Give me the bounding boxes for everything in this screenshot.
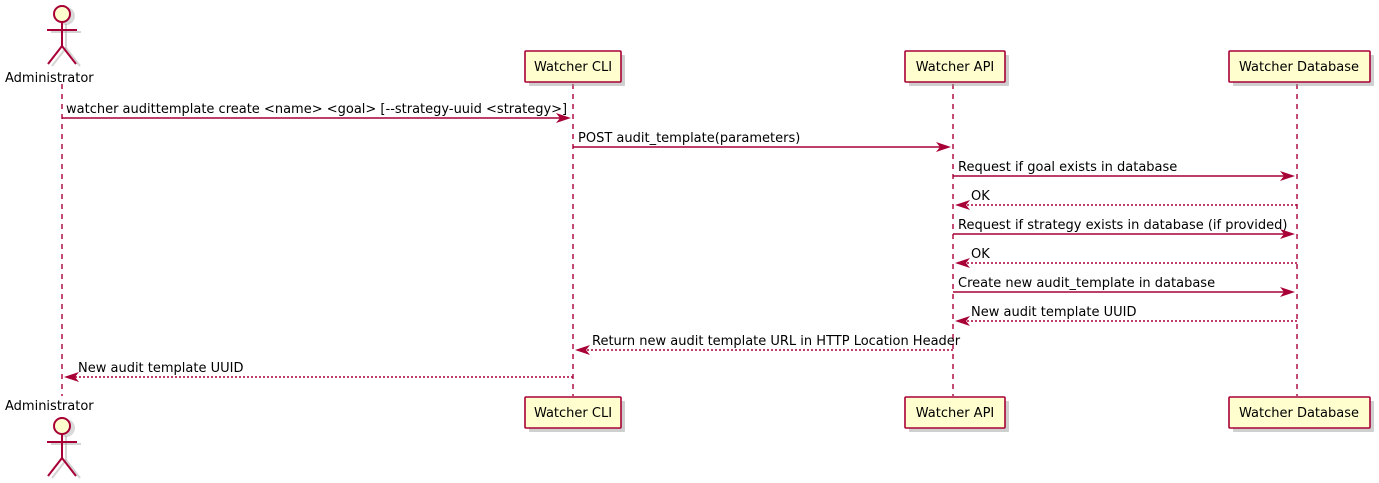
message-4-label: OK — [971, 189, 990, 204]
message-1[interactable]: watcher audittemplate create <name> <goa… — [62, 102, 571, 123]
message-8[interactable]: New audit template UUID — [955, 305, 1297, 326]
message-3-label: Request if goal exists in database — [958, 160, 1177, 175]
message-10[interactable]: New audit template UUID — [64, 361, 573, 382]
message-1-arrowhead — [556, 113, 571, 123]
participant-box-watcher-api-bottom[interactable] — [904, 396, 1006, 429]
participant-label-watcher-database-bottom: Watcher Database — [1239, 406, 1359, 421]
message-9[interactable]: Return new audit template URL in HTTP Lo… — [575, 334, 961, 355]
actor-head-icon-bottom — [53, 417, 71, 435]
participant-box-watcher-cli-top[interactable] — [524, 50, 622, 83]
lifelines — [61, 84, 1298, 396]
message-6-label: OK — [971, 247, 990, 262]
participant-box-watcher-cli-bottom[interactable] — [524, 396, 622, 429]
participant-label-watcher-api-top: Watcher API — [916, 60, 995, 75]
actor-head-icon — [53, 5, 71, 23]
participant-box-watcher-database-bottom[interactable] — [1228, 396, 1371, 429]
participant-label-watcher-cli-top: Watcher CLI — [534, 60, 612, 75]
participant-label-watcher-cli-bottom: Watcher CLI — [534, 406, 612, 421]
actor-right-leg-line-bottom — [61, 457, 77, 477]
message-2-arrowhead — [936, 142, 951, 152]
message-8-label: New audit template UUID — [971, 305, 1136, 320]
actor-label-administrator-bottom: Administrator — [5, 399, 94, 414]
message-4[interactable]: OK — [955, 189, 1297, 210]
message-5-arrowhead — [1280, 229, 1295, 239]
message-7-arrowhead — [1280, 287, 1295, 297]
message-9-arrowhead — [575, 345, 590, 355]
message-2-label: POST audit_template(parameters) — [578, 131, 800, 146]
message-7[interactable]: Create new audit_template in database — [953, 276, 1295, 297]
participant-watcher-database-top[interactable]: Watcher Database — [1228, 50, 1374, 86]
actor-left-leg-line — [47, 45, 63, 65]
message-7-label: Create new audit_template in database — [958, 276, 1215, 291]
participant-label-watcher-database-top: Watcher Database — [1239, 60, 1359, 75]
actor-administrator-bottom[interactable]: Administrator — [5, 399, 94, 479]
actor-label-administrator-top: Administrator — [5, 71, 94, 86]
message-3[interactable]: Request if goal exists in database — [953, 160, 1295, 181]
message-5-label: Request if strategy exists in database (… — [958, 218, 1287, 233]
message-10-label: New audit template UUID — [78, 361, 243, 376]
participant-watcher-api-bottom[interactable]: Watcher API — [904, 396, 1009, 432]
message-1-label: watcher audittemplate create <name> <goa… — [66, 102, 567, 117]
message-4-arrowhead — [955, 200, 970, 210]
message-6-arrowhead — [955, 258, 970, 268]
participant-watcher-cli-top[interactable]: Watcher CLI — [524, 50, 625, 86]
participant-watcher-api-top[interactable]: Watcher API — [904, 50, 1009, 86]
message-3-arrowhead — [1280, 171, 1295, 181]
message-5[interactable]: Request if strategy exists in database (… — [953, 218, 1295, 239]
actor-right-leg-line — [61, 45, 77, 65]
participant-box-watcher-api-top[interactable] — [904, 50, 1006, 83]
message-10-arrowhead — [64, 372, 79, 382]
message-8-arrowhead — [955, 316, 970, 326]
message-6[interactable]: OK — [955, 247, 1297, 268]
participant-watcher-database-bottom[interactable]: Watcher Database — [1228, 396, 1374, 432]
actor-left-leg-line-bottom — [47, 457, 63, 477]
participant-label-watcher-api-bottom: Watcher API — [916, 406, 995, 421]
participant-watcher-cli-bottom[interactable]: Watcher CLI — [524, 396, 625, 432]
message-9-label: Return new audit template URL in HTTP Lo… — [592, 334, 961, 349]
actor-administrator-top[interactable]: Administrator — [5, 5, 94, 86]
participant-box-watcher-database-top[interactable] — [1228, 50, 1371, 83]
message-2[interactable]: POST audit_template(parameters) — [573, 131, 951, 152]
